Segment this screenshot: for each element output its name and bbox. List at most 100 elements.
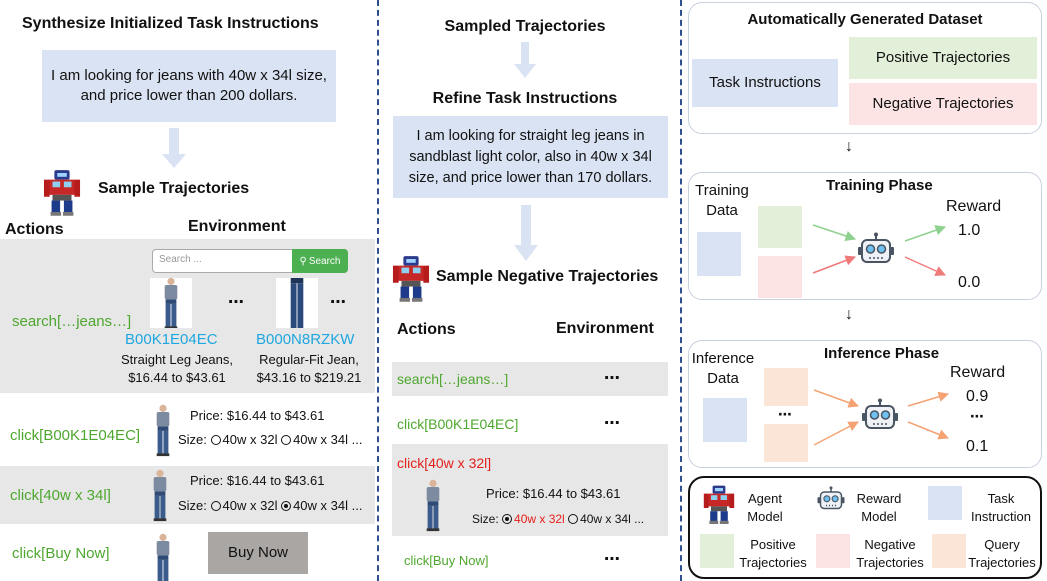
column-divider-1 (377, 0, 379, 581)
legend-reward-model: Reward Model (856, 491, 902, 524)
legend-negative: Negative Trajectories (856, 537, 924, 570)
size-option-34l[interactable]: 40w x 34l ... (293, 498, 363, 513)
search-button-label: Search (308, 255, 341, 267)
agent-robot-icon (43, 168, 81, 216)
product-detail-image-1 (156, 404, 170, 457)
inference-reward-label: Reward (950, 364, 1006, 381)
size-label: Size: (472, 512, 499, 526)
action-click-product: click[B00K1E04EC] (10, 427, 141, 444)
search-input[interactable]: Search ... (159, 254, 202, 265)
size-option-32l[interactable]: 40w x 32l (222, 498, 278, 513)
legend-agent-model: Agent Model (747, 491, 783, 524)
down-arrow-2 (514, 42, 536, 78)
sampled-trajectories-title: Sampled Trajectories (444, 18, 606, 35)
radio-checked-icon[interactable] (502, 514, 513, 524)
legend-query: Query Trajectories (968, 537, 1036, 570)
action-click-size: click[40w x 34l] (10, 487, 111, 504)
neg-price-label: Price: $16.44 to $43.61 (486, 486, 621, 501)
down-arrow-4: ↓ (845, 138, 853, 155)
down-arrow-3 (514, 205, 538, 261)
product-id-2[interactable]: B000N8RZKW (256, 331, 355, 348)
training-arrows (812, 224, 946, 276)
task-instructions-box: Task Instructions (692, 59, 838, 107)
product-name-1: Straight Leg Jeans, (120, 352, 234, 367)
training-reward-label: Reward (946, 198, 1002, 215)
down-arrow-1 (162, 128, 186, 168)
product-image-1 (150, 278, 192, 328)
radio-checked-icon[interactable] (281, 501, 292, 511)
ellipsis-more: ⋯ (330, 294, 346, 311)
refined-instruction-text: I am looking for straight leg jeans in s… (408, 127, 653, 186)
inference-query-box-2 (764, 424, 808, 462)
legend-query-swatch (932, 534, 966, 568)
neg-action-search: search[…jeans…] (397, 371, 509, 387)
radio-unchecked-icon[interactable] (281, 435, 292, 445)
training-panel (688, 172, 1042, 300)
size-option-34l[interactable]: 40w x 34l ... (580, 512, 645, 526)
product-price-2: $43.16 to $219.21 (256, 370, 362, 385)
negative-trajectories-box: Negative Trajectories (849, 83, 1037, 125)
magnifier-icon: ⚲ (299, 255, 307, 267)
reward-robot-icon (860, 398, 900, 438)
inference-reward-high: 0.9 (966, 388, 989, 405)
radio-unchecked-icon[interactable] (210, 501, 221, 511)
actions-header: Actions (5, 221, 64, 238)
inference-query-box-1 (764, 368, 808, 406)
size-option-32l[interactable]: 40w x 32l (514, 512, 565, 526)
inference-task-box (703, 398, 747, 442)
legend-negative-swatch (816, 534, 850, 568)
radio-unchecked-icon[interactable] (568, 514, 579, 524)
radio-unchecked-icon[interactable] (210, 435, 221, 445)
synthesize-title: Synthesize Initialized Task Instructions (22, 15, 319, 32)
column-divider-2 (680, 0, 682, 581)
agent-robot-icon (392, 254, 430, 302)
sample-trajectories-title: Sample Trajectories (98, 180, 250, 197)
search-bar[interactable]: Search ... ⚲ Search (152, 249, 348, 273)
inference-panel (688, 340, 1042, 468)
size-option-32l[interactable]: 40w x 32l (222, 432, 278, 447)
training-positive-box (758, 206, 802, 248)
training-reward-high: 1.0 (958, 222, 981, 239)
size-option-34l[interactable]: 40w x 34l ... (293, 432, 363, 447)
inference-reward-ellipsis: ⋯ (970, 408, 984, 424)
neg-action-click-size: click[40w x 32l] (397, 455, 492, 471)
legend-positive-swatch (700, 534, 734, 568)
trajectory-row-size (0, 466, 375, 524)
refine-title: Refine Task Instructions (432, 90, 618, 107)
down-arrow-5: ↓ (845, 306, 853, 323)
neg-size-selector: Size: 40w x 32l 40w x 34l ... (472, 512, 644, 526)
action-search: search[…jeans…] (12, 313, 132, 330)
neg-row-search (392, 362, 668, 396)
positive-trajectories-box: Positive Trajectories (849, 37, 1037, 79)
legend-task-swatch (928, 486, 962, 520)
neg-ellipsis-3: ⋯ (604, 551, 620, 568)
product-price-1: $16.44 to $43.61 (128, 370, 226, 385)
initial-instruction-text: I am looking for jeans with 40w x 34l si… (51, 67, 327, 104)
initial-instruction-box: I am looking for jeans with 40w x 34l si… (42, 50, 336, 122)
environment-header-2: Environment (556, 320, 654, 337)
product-detail-image-2 (153, 469, 167, 522)
actions-header-2: Actions (397, 321, 456, 338)
buy-now-button[interactable]: Buy Now (208, 532, 308, 574)
neg-ellipsis-1: ⋯ (604, 370, 620, 387)
training-task-box (697, 232, 741, 276)
size-selector-1: Size: 40w x 32l 40w x 34l ... (178, 432, 362, 447)
search-button[interactable]: ⚲ Search (292, 249, 348, 273)
price-label-2: Price: $16.44 to $43.61 (190, 473, 325, 488)
size-label: Size: (178, 432, 207, 447)
training-negative-box (758, 256, 802, 298)
sample-negative-title: Sample Negative Trajectories (436, 268, 659, 285)
product-detail-image-3 (156, 533, 170, 581)
training-reward-low: 0.0 (958, 274, 981, 291)
size-label: Size: (178, 498, 207, 513)
legend-agent-icon (703, 484, 735, 524)
action-buy-now: click[Buy Now] (12, 545, 110, 562)
environment-header: Environment (188, 218, 286, 235)
refined-instruction-box: I am looking for straight leg jeans in s… (393, 116, 668, 198)
product-image-2 (276, 278, 318, 328)
legend-task-instruction: Task Instruction (971, 491, 1031, 524)
inference-ellipsis: ⋯ (778, 406, 792, 422)
inference-data-label: Inference Data (691, 350, 755, 387)
size-selector-2: Size: 40w x 32l 40w x 34l ... (178, 498, 362, 513)
product-id-1[interactable]: B00K1E04EC (125, 331, 218, 348)
